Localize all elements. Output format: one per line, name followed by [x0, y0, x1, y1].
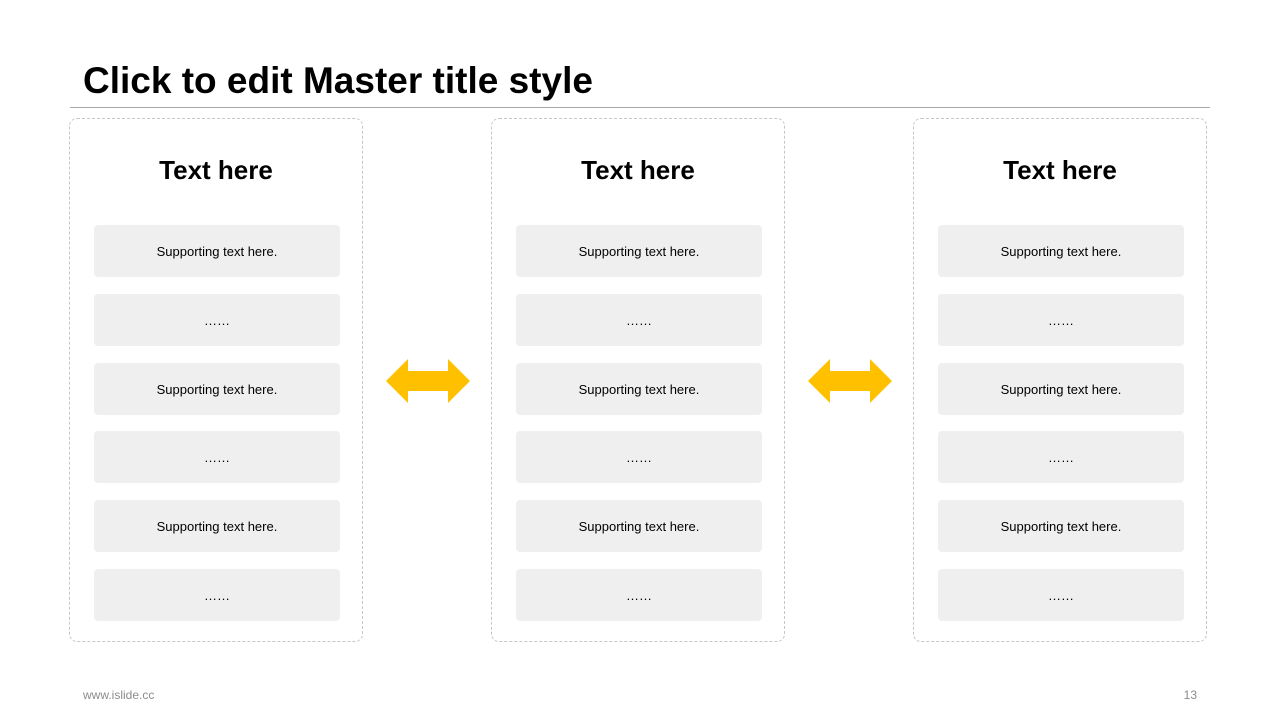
- column-item[interactable]: ……: [938, 294, 1184, 346]
- column-heading[interactable]: Text here: [581, 155, 695, 185]
- column-item[interactable]: ……: [516, 431, 762, 483]
- column-item[interactable]: ……: [516, 294, 762, 346]
- column-item[interactable]: Supporting text here.: [938, 500, 1184, 552]
- column-item[interactable]: ……: [94, 569, 340, 621]
- column-item[interactable]: Supporting text here.: [94, 363, 340, 415]
- double-arrow-icon: [808, 359, 892, 403]
- column-item[interactable]: Supporting text here.: [516, 363, 762, 415]
- column-item[interactable]: Supporting text here.: [938, 363, 1184, 415]
- column-item[interactable]: ……: [938, 431, 1184, 483]
- column-1: Text here Supporting text here. …… Suppo…: [69, 118, 363, 642]
- page-number: 13: [1183, 688, 1197, 702]
- footer-url: www.islide.cc: [83, 688, 155, 702]
- column-heading[interactable]: Text here: [159, 155, 273, 185]
- title-divider: [70, 107, 1210, 108]
- column-3: Text here Supporting text here. …… Suppo…: [913, 118, 1207, 642]
- column-heading[interactable]: Text here: [1003, 155, 1117, 185]
- double-arrow-icon: [386, 359, 470, 403]
- column-2: Text here Supporting text here. …… Suppo…: [491, 118, 785, 642]
- column-item[interactable]: Supporting text here.: [94, 500, 340, 552]
- column-item[interactable]: ……: [516, 569, 762, 621]
- column-item[interactable]: ……: [94, 294, 340, 346]
- slide-title[interactable]: Click to edit Master title style: [83, 60, 593, 101]
- column-item[interactable]: Supporting text here.: [516, 225, 762, 277]
- column-item[interactable]: Supporting text here.: [516, 500, 762, 552]
- column-item[interactable]: ……: [938, 569, 1184, 621]
- column-item[interactable]: Supporting text here.: [94, 225, 340, 277]
- column-item[interactable]: ……: [94, 431, 340, 483]
- column-item[interactable]: Supporting text here.: [938, 225, 1184, 277]
